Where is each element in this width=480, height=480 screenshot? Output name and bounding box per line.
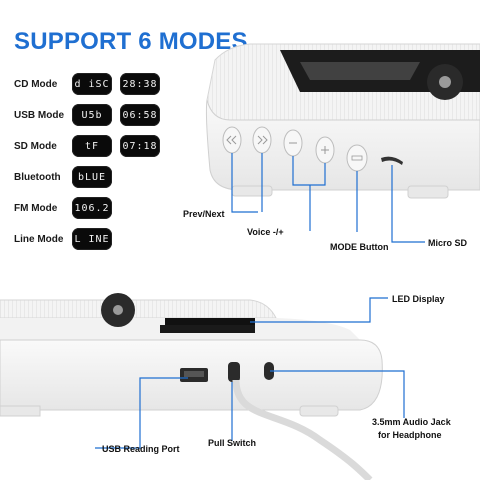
pull-switch-icon — [228, 362, 240, 382]
page-title: SUPPORT 6 MODES — [14, 28, 248, 55]
callout-audio-jack-line1: 3.5mm Audio Jack — [372, 417, 451, 427]
callout-mode-button: MODE Button — [330, 242, 389, 252]
mode-row-cd: CD Mode d iSC 28:38 — [14, 73, 160, 95]
lcd-display: 28:38 — [120, 73, 160, 95]
callout-lines-bottom — [95, 297, 405, 449]
mode-row-line: Line Mode L INE — [14, 228, 112, 250]
usb-port-icon — [180, 368, 208, 382]
lcd-display: bLUE — [72, 166, 112, 188]
mode-label: FM Mode — [14, 202, 58, 214]
minus-icon — [283, 129, 303, 157]
prev-icon — [222, 126, 242, 154]
callout-usb-port: USB Reading Port — [102, 444, 180, 454]
callout-voice: Voice -/+ — [247, 227, 284, 237]
callout-lines-top — [231, 153, 425, 243]
callout-prev-next: Prev/Next — [183, 209, 225, 219]
micro-sd-slot-icon — [381, 156, 403, 165]
mode-label: CD Mode — [14, 78, 58, 90]
mode-label: SD Mode — [14, 140, 57, 152]
bottom-device — [0, 293, 383, 480]
mode-row-sd: SD Mode tF 07:18 — [14, 135, 160, 157]
mode-row-fm: FM Mode 106.2 — [14, 197, 112, 219]
lcd-display: tF — [72, 135, 112, 157]
callout-micro-sd: Micro SD — [428, 238, 468, 248]
callout-audio-jack-line2: for Headphone — [378, 430, 442, 440]
next-icon — [252, 126, 272, 154]
audio-jack-icon — [264, 362, 274, 380]
lcd-display: L INE — [72, 228, 112, 250]
mode-row-bluetooth: Bluetooth bLUE — [14, 166, 112, 188]
lcd-display: d iSC — [72, 73, 112, 95]
lcd-display: U5b — [72, 104, 112, 126]
mode-label: Bluetooth — [14, 171, 61, 183]
mode-label: Line Mode — [14, 233, 64, 245]
top-device — [205, 43, 480, 199]
callout-pull-switch: Pull Switch — [208, 438, 257, 448]
mode-row-usb: USB Mode U5b 06:58 — [14, 104, 160, 126]
callout-led-display: LED Display — [392, 294, 445, 304]
lcd-display: 106.2 — [72, 197, 112, 219]
lcd-display: 06:58 — [120, 104, 160, 126]
lcd-display: 07:18 — [120, 135, 160, 157]
mode-label: USB Mode — [14, 109, 64, 121]
callout-audio-jack: 3.5mm Audio Jack for Headphone — [372, 416, 451, 442]
plus-icon — [315, 136, 335, 164]
mode-icon — [346, 144, 368, 172]
